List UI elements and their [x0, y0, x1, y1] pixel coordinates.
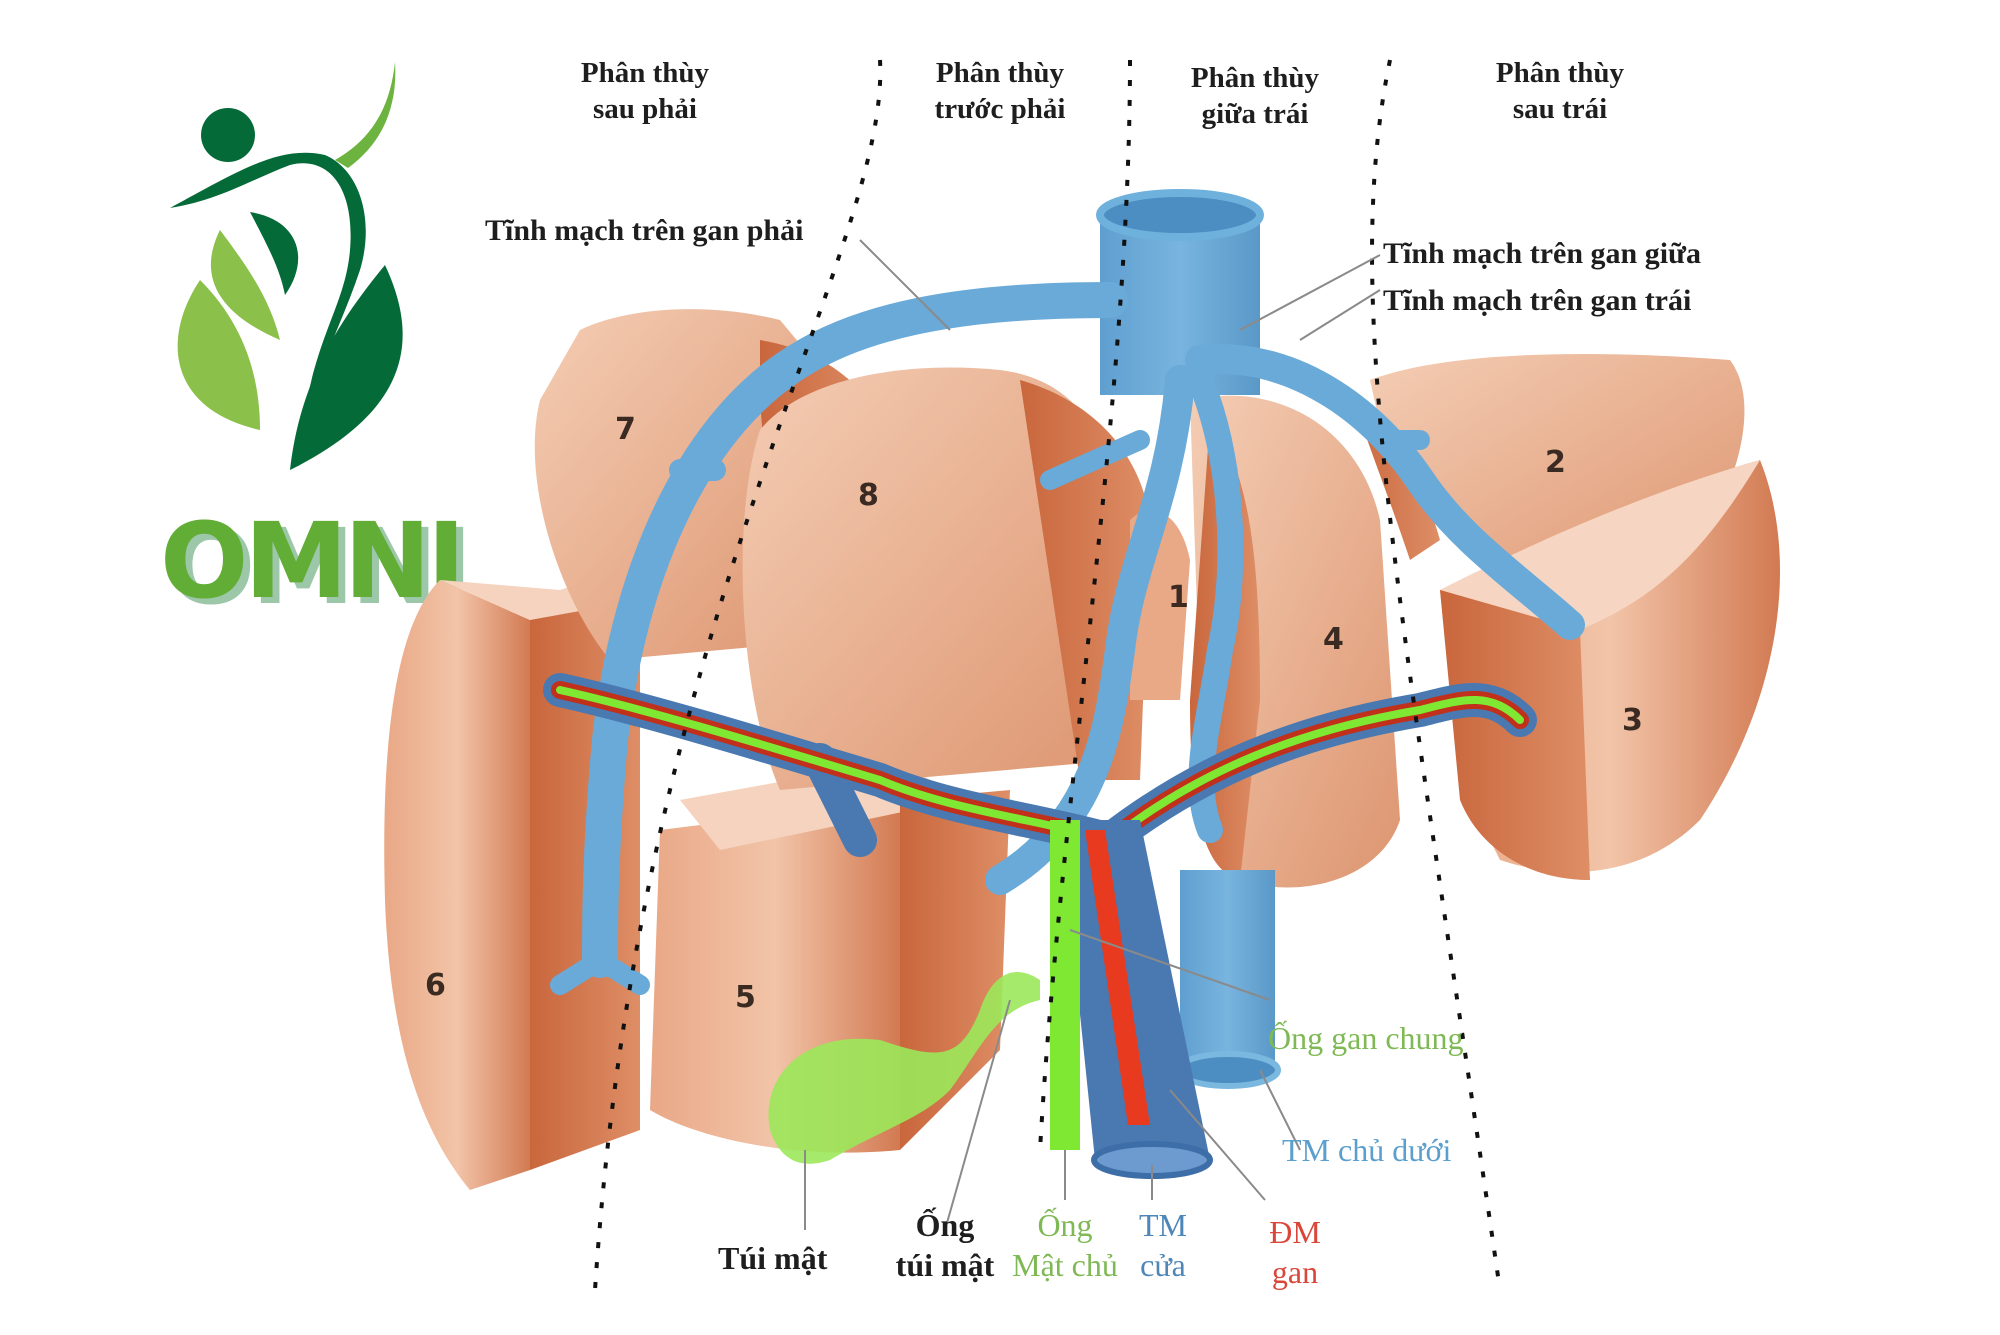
label-cystic-duct: Ống túi mật: [895, 1205, 995, 1285]
omni-logo-icon: [170, 62, 403, 470]
header-line1: Phân thùy: [580, 57, 710, 89]
segment-number-6: 6: [425, 968, 446, 1003]
bile-duct-branches: [556, 686, 1524, 844]
label-portal-vein: TM cửa: [1133, 1205, 1193, 1285]
portal-triad: [543, 673, 1537, 857]
logo-leaf-light-big: [177, 280, 260, 430]
leader-cystic-duct: [944, 999, 1011, 1231]
segment-number-1: 1: [1168, 580, 1189, 615]
label-ivc: TM chủ dưới: [1282, 1132, 1452, 1168]
header-line2: sau trái: [1512, 93, 1608, 126]
header-left-posterior: Phân thùy sau trái: [1470, 55, 1650, 128]
header-right-anterior: Phân thùy trước phải: [910, 55, 1090, 128]
gallbladder-shape: [768, 971, 1040, 1164]
segment-6-shape: [384, 580, 530, 1190]
logo-leaf-light-small: [210, 230, 280, 340]
ivc-top-opening: [1096, 189, 1264, 241]
portal-vein-line1: TM: [1139, 1207, 1187, 1243]
cystic-duct-line2: túi mật: [895, 1247, 995, 1283]
label-left-hepatic-vein: Tĩnh mạch trên gan trái: [1383, 284, 1692, 317]
header-line2: trước phải: [934, 93, 1066, 126]
left-hepatic-vein: [1185, 344, 1585, 640]
right-hepatic-branch-5: [590, 950, 650, 995]
leader-artery: [1169, 1089, 1266, 1201]
boundary-right-posterior: [593, 59, 883, 1291]
logo-small-leaf-dark: [250, 212, 299, 295]
segment-number-3: 3: [1622, 703, 1643, 738]
header-line2: giữa trái: [1201, 98, 1309, 131]
boundary-midline: [1038, 59, 1132, 1151]
logo-arm: [335, 62, 396, 168]
header-line1: Phân thùy: [935, 57, 1065, 89]
middle-hepatic-branch-8: [1040, 430, 1150, 490]
leader-ivc: [1259, 1069, 1301, 1151]
label-right-hepatic-vein: Tĩnh mạch trên gan phải: [485, 214, 804, 247]
ivc-tube-lower: [1180, 870, 1275, 1070]
header-right-posterior: Phân thùy sau phải: [555, 55, 735, 128]
segment-number-2: 2: [1545, 445, 1566, 480]
label-middle-hepatic-vein: Tĩnh mạch trên gan giữa: [1383, 237, 1702, 270]
leader-common-hepatic-duct: [1069, 929, 1271, 1001]
common-bile-duct: [1050, 820, 1080, 1150]
header-left-medial: Phân thùy giữa trái: [1170, 60, 1340, 133]
header-line2: sau phải: [593, 93, 697, 126]
header-line1: Phân thùy: [1190, 62, 1320, 94]
segment-number-8: 8: [858, 478, 879, 513]
leader-middle-hepatic: [1239, 254, 1381, 331]
segment-8-shape: [742, 367, 1120, 790]
cystic-duct-line1: Ống: [915, 1207, 975, 1243]
cbd-line2: Mật chủ: [1012, 1247, 1118, 1283]
logo-head: [201, 108, 255, 162]
cbd-line1: Ống: [1037, 1207, 1093, 1243]
hepatic-artery-line2: gan: [1271, 1254, 1319, 1290]
segment-number-5: 5: [735, 980, 756, 1015]
portal-vein-line2: cửa: [1140, 1247, 1186, 1283]
label-common-hepatic-duct: Ống gan chung: [1268, 1020, 1464, 1056]
segment-number-7: 7: [615, 412, 636, 447]
label-gallbladder: Túi mật: [718, 1240, 828, 1276]
logo-text: OMNI: [160, 500, 466, 622]
hepatic-artery-line1: ĐM: [1269, 1214, 1321, 1250]
leader-left-hepatic: [1299, 289, 1381, 341]
segment-number-4: 4: [1323, 622, 1344, 657]
label-hepatic-artery: ĐM gan: [1260, 1212, 1330, 1292]
hepatic-artery-trunk: [1085, 830, 1150, 1125]
segment-boundary-lines: [593, 59, 1502, 1291]
leader-lines: [804, 239, 1381, 1231]
leader-right-hepatic: [859, 239, 951, 331]
logo-leaf-dark-big: [290, 265, 403, 470]
header-line1: Phân thùy: [1495, 57, 1625, 89]
label-common-bile-duct: Ống Mật chủ: [1005, 1205, 1125, 1285]
